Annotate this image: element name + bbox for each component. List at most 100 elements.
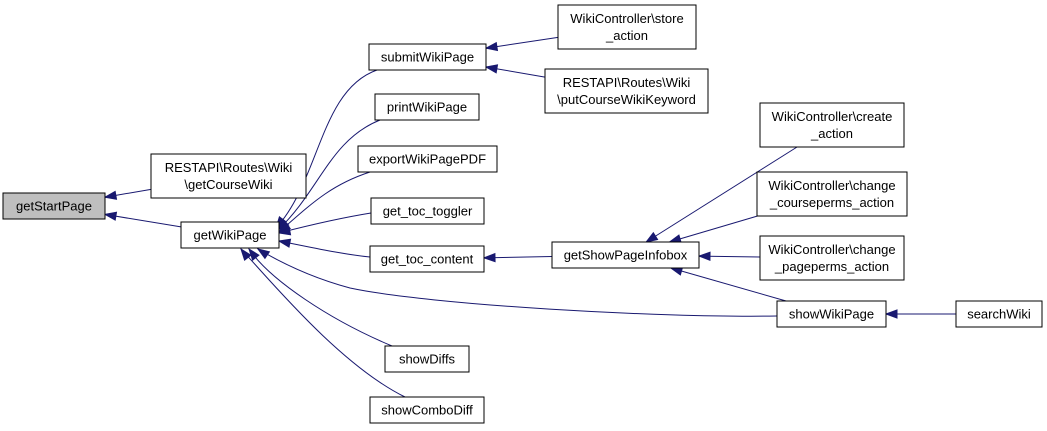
edge-searchWiki-to-showWikiPage — [884, 309, 956, 319]
node-label: printWikiPage — [387, 100, 467, 115]
arrow-head-icon — [697, 251, 711, 261]
node-box — [776, 300, 887, 328]
node-box — [557, 4, 697, 50]
node-box — [551, 241, 700, 269]
node-label: \putCourseWikiKeyword — [557, 92, 696, 107]
node-getShowPageInfobox[interactable]: getShowPageInfobox — [551, 241, 700, 269]
node-get_toc_toggler[interactable]: get_toc_toggler — [370, 197, 485, 225]
node-box — [759, 235, 905, 281]
edge-get_toc_toggler-to-getWikiPage — [277, 212, 372, 236]
arrow-head-icon — [484, 64, 499, 74]
edge-showComboDiff-to-getWikiPage — [240, 247, 406, 398]
node-getCourseWiki[interactable]: RESTAPI\Routes\Wiki \getCourseWiki — [150, 153, 307, 199]
node-box — [370, 197, 485, 225]
arrow-head-icon — [484, 41, 499, 52]
node-exportWikiPagePDF[interactable]: exportWikiPagePDF — [357, 145, 498, 173]
node-label: WikiController\store — [570, 11, 683, 26]
node-printWikiPage[interactable]: printWikiPage — [374, 93, 480, 121]
edge-putCourseWikiKeyword-to-submitWikiPage — [484, 64, 546, 78]
edge-get_toc_content-to-getWikiPage — [277, 238, 371, 258]
edge-line — [278, 212, 372, 234]
node-label: RESTAPI\Routes\Wiki — [165, 160, 293, 175]
node-box — [357, 145, 498, 173]
node-label: showDiffs — [399, 352, 456, 367]
node-getStartPage[interactable]: getStartPage — [2, 192, 106, 220]
node-label: showComboDiff — [381, 403, 473, 418]
node-box — [955, 300, 1043, 328]
arrow-head-icon — [103, 211, 118, 221]
arrow-head-icon — [240, 247, 252, 261]
node-label: submitWikiPage — [381, 50, 474, 65]
node-submitWikiPage[interactable]: submitWikiPage — [368, 43, 487, 71]
node-box — [759, 102, 905, 148]
node-getWikiPage[interactable]: getWikiPage — [180, 221, 280, 249]
nodes-layer: getStartPage RESTAPI\Routes\Wiki \getCours… — [2, 4, 1043, 424]
edges-layer — [103, 36, 956, 398]
node-putCourseWikiKeyword[interactable]: RESTAPI\Routes\Wiki \putCourseWikiKeyword — [544, 68, 709, 114]
node-label: getShowPageInfobox — [564, 248, 688, 263]
edge-getCourseWiki-to-getStartPage — [103, 188, 152, 200]
node-box — [369, 396, 485, 424]
node-changeCoursepermsAction[interactable]: WikiController\change _courseperms_action — [756, 171, 908, 217]
node-label: get_toc_content — [381, 252, 474, 267]
node-box — [544, 68, 709, 114]
edge-line — [645, 146, 798, 243]
node-box — [368, 43, 487, 71]
arrow-head-icon — [103, 190, 118, 200]
edge-line — [669, 215, 758, 243]
arrow-head-icon — [884, 309, 898, 319]
arrow-head-icon — [277, 226, 292, 236]
node-showWikiPage[interactable]: showWikiPage — [776, 300, 887, 328]
edge-storeAction-to-submitWikiPage — [484, 36, 559, 52]
node-label: WikiController\create — [772, 109, 893, 124]
node-label: showWikiPage — [789, 307, 874, 322]
edge-line — [278, 171, 371, 233]
arrow-head-icon — [256, 248, 271, 260]
arrow-head-icon — [644, 231, 659, 243]
edge-line — [277, 119, 381, 231]
node-box — [369, 245, 485, 273]
edge-line — [257, 248, 778, 317]
edge-changePagepermsAction-to-getShowPageInfobox — [697, 251, 761, 261]
node-box — [756, 171, 908, 217]
node-label: getWikiPage — [194, 228, 267, 243]
edge-line — [275, 69, 378, 229]
edge-line — [248, 248, 393, 347]
node-searchWiki[interactable]: searchWiki — [955, 300, 1043, 328]
node-label: get_toc_toggler — [383, 204, 473, 219]
node-storeAction[interactable]: WikiController\store _action — [557, 4, 697, 50]
edge-line — [670, 267, 787, 302]
node-box — [180, 221, 280, 249]
edge-showWikiPage-to-getShowPageInfobox — [669, 266, 787, 302]
node-box — [374, 93, 480, 121]
edge-line — [485, 36, 559, 49]
node-label: _pageperms_action — [774, 259, 889, 274]
node-label: WikiController\change — [768, 242, 895, 257]
edge-showWikiPage-to-getWikiPage — [256, 248, 778, 317]
edge-line — [104, 213, 182, 228]
node-box — [150, 153, 307, 199]
node-label: WikiController\change — [768, 178, 895, 193]
edge-line — [278, 240, 371, 258]
node-label: searchWiki — [967, 307, 1031, 322]
node-createAction[interactable]: WikiController\create _action — [759, 102, 905, 148]
arrow-head-icon — [277, 238, 292, 248]
arrow-head-icon — [482, 252, 496, 263]
node-label: _courseperms_action — [769, 195, 894, 210]
node-label: _action — [605, 28, 648, 43]
edge-createAction-to-getShowPageInfobox — [644, 146, 798, 243]
node-label: getStartPage — [16, 199, 92, 214]
node-showComboDiff[interactable]: showComboDiff — [369, 396, 485, 424]
edge-changeCoursepermsAction-to-getShowPageInfobox — [668, 215, 758, 244]
edge-getShowPageInfobox-to-get_toc_content — [482, 252, 553, 263]
node-changePagepermsAction[interactable]: WikiController\change _pageperms_action — [759, 235, 905, 281]
node-label: _action — [810, 126, 853, 141]
edge-line — [240, 248, 406, 398]
node-label: \getCourseWiki — [184, 177, 272, 192]
node-label: RESTAPI\Routes\Wiki — [563, 75, 691, 90]
node-showDiffs[interactable]: showDiffs — [384, 345, 470, 373]
node-box — [2, 192, 106, 220]
node-get_toc_content[interactable]: get_toc_content — [369, 245, 485, 273]
edge-getWikiPage-to-getStartPage — [103, 211, 182, 228]
